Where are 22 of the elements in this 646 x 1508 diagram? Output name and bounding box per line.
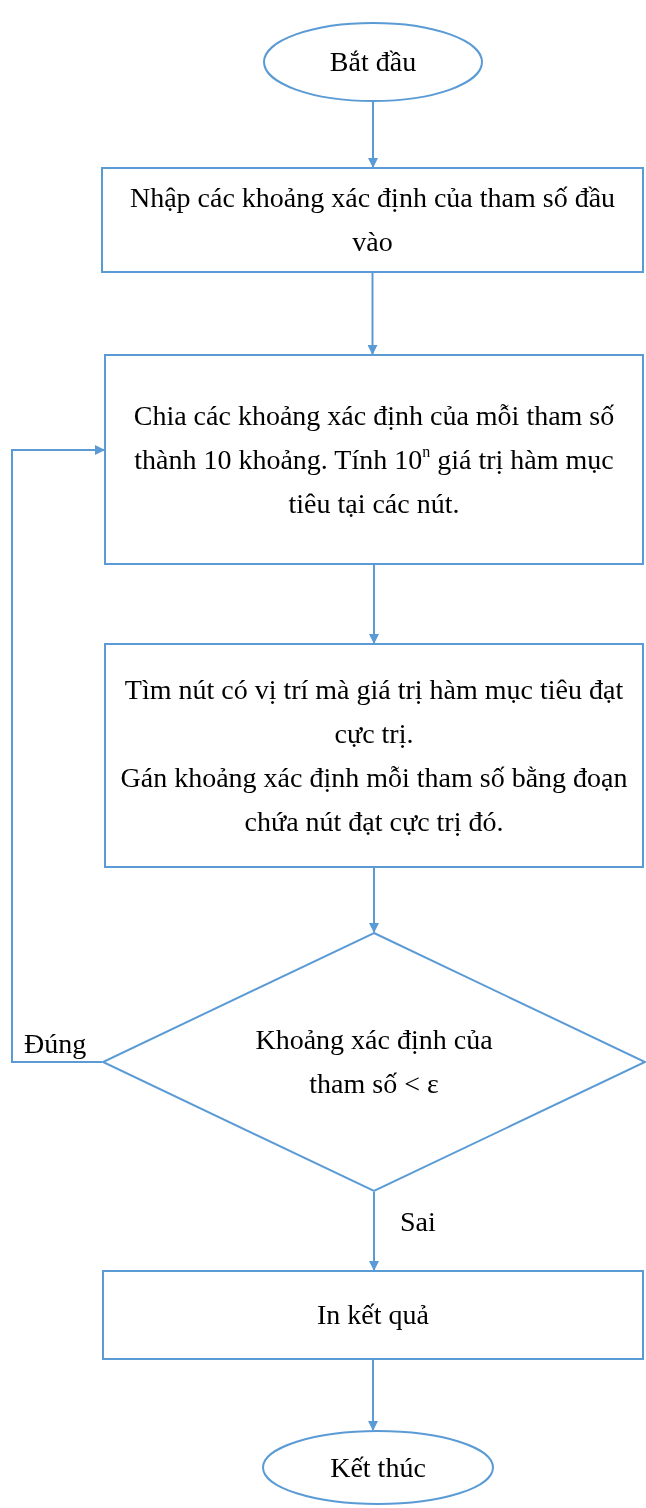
terminal-ellipse: [263, 22, 483, 102]
node-text: Khoảng xác định của tham số < ε: [254, 1023, 494, 1101]
arrow: [369, 1191, 379, 1271]
terminal-ellipse: [262, 1430, 494, 1505]
process-box: [102, 1270, 644, 1360]
arrow: [368, 101, 378, 168]
arrow: [369, 564, 379, 644]
node-text: Chia các khoảng xác định của mỗi tham số thành 10 khoảng. Tính 10$^{n}$ giá trị hàm mục tiêu tại các nút.: [132, 398, 616, 521]
node-text: Bắt đầu: [329, 45, 417, 79]
decision-diamond: [102, 932, 646, 1192]
node-text: Tìm nút có vị trí mà giá trị hàm mục tiêu đạt cực trị.: [123, 672, 625, 751]
process-box: [104, 354, 644, 565]
node-text: In kết quả: [317, 1298, 429, 1332]
arrow: [11, 445, 105, 1063]
arrow: [367, 272, 378, 355]
arrow: [368, 1359, 378, 1431]
node-text: Gán khoảng xác định mỗi tham số bằng đoạn chứa nút đạt cực trị đó.: [119, 760, 629, 839]
arrow: [369, 867, 379, 933]
node-text: Nhập các khoảng xác định của tham số đầu vào: [128, 181, 617, 259]
node-text: Kết thúc: [330, 1450, 426, 1485]
process-box: [101, 167, 644, 273]
process-box: [104, 643, 644, 868]
